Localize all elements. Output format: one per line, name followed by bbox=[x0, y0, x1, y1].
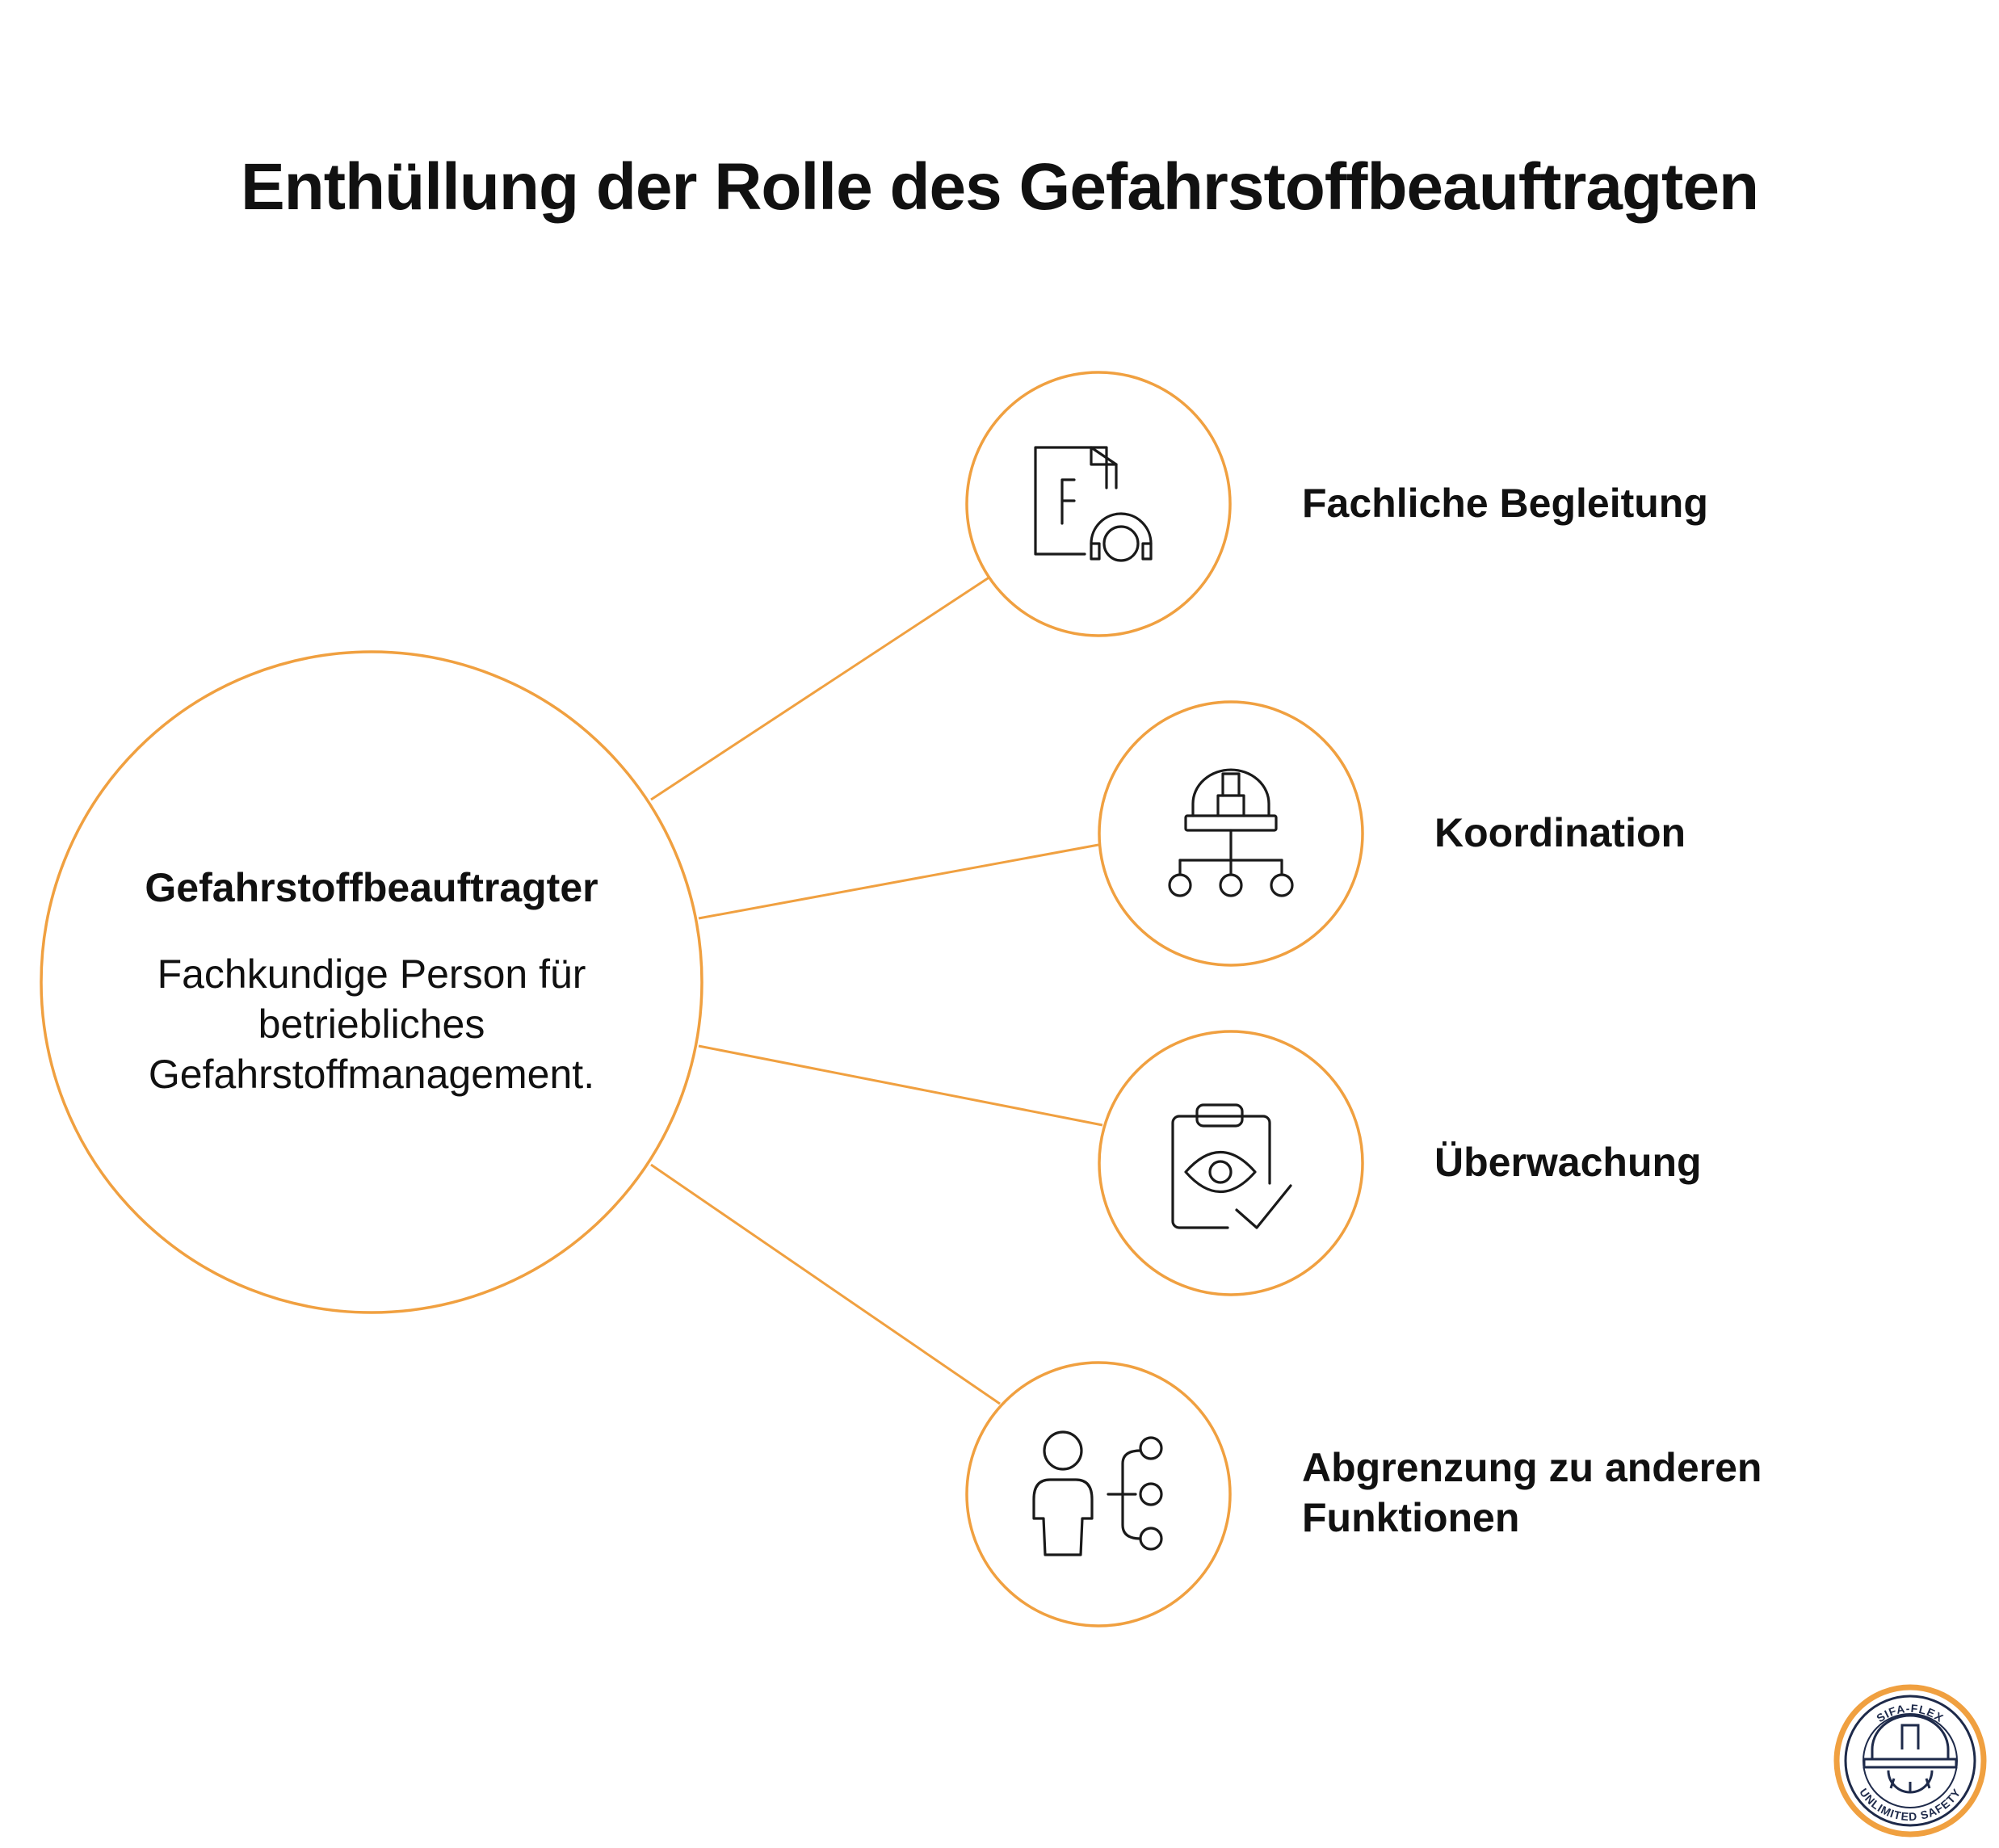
node-circle-1 bbox=[965, 371, 1232, 637]
document-headset-icon bbox=[1034, 446, 1153, 562]
hardhat-hierarchy-icon bbox=[1168, 768, 1294, 897]
connector-line-2 bbox=[698, 843, 1099, 920]
page-title: Enthüllung der Rolle des Gefahrstoffbeau… bbox=[240, 150, 1759, 224]
connector-line-1 bbox=[650, 575, 991, 801]
sifa-flex-logo: SIFA-FLEX UNLIMITED SAFETY bbox=[1833, 1684, 1987, 1838]
node-circle-4 bbox=[965, 1361, 1232, 1628]
node-label-koordination: Koordination bbox=[1434, 810, 1686, 855]
connector-line-4 bbox=[650, 1163, 1001, 1405]
node-label-fachliche-begleitung: Fachliche Begleitung bbox=[1302, 481, 1708, 526]
clipboard-eye-check-icon bbox=[1171, 1103, 1292, 1229]
node-circle-3 bbox=[1098, 1030, 1364, 1296]
person-branch-icon bbox=[1032, 1430, 1163, 1556]
center-description: Fachkundige Person für betriebliches Gef… bbox=[148, 951, 595, 1097]
connector-line-3 bbox=[698, 1044, 1103, 1127]
node-label-ueberwachung: Überwachung bbox=[1434, 1140, 1702, 1185]
center-heading: Gefahrstoffbeauftragter bbox=[145, 865, 598, 910]
node-label-abgrenzung: Abgrenzung zu anderen Funktionen bbox=[1302, 1445, 1762, 1540]
central-circle bbox=[40, 650, 703, 1314]
